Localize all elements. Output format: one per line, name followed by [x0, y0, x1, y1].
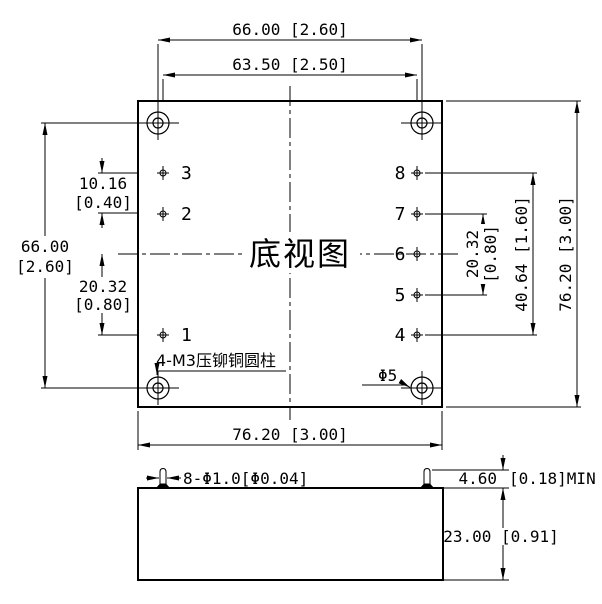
- dim-right-outer-span: 40.64 [1.60]: [425, 172, 537, 336]
- dim-pin-pitch: 10.16 [0.40]: [74, 158, 137, 228]
- side-height-text-mask: [445, 528, 557, 545]
- view-label-group: 底视图: [242, 232, 360, 273]
- pin-marker-4: 4: [395, 325, 423, 346]
- pin-marker-2: 2: [157, 204, 192, 225]
- dim-text-bottom-width: 76.20 [3.00]: [232, 425, 348, 444]
- pin-label-4: 4: [395, 325, 406, 346]
- standoff-diameter: Φ5: [378, 366, 397, 385]
- dim-text-left-span-in: [2.60]: [16, 257, 74, 276]
- mounting-hole-top-right: [401, 106, 443, 140]
- dim-text-pin1-offset-mm: 20.32: [79, 277, 127, 296]
- dim-bottom-body-width: 76.20 [3.00]: [137, 411, 443, 450]
- pin-marker-8: 8: [395, 163, 423, 184]
- side-view-right-pin: [420, 467, 434, 488]
- dim-text-right-outer-span: 40.64 [1.60]: [512, 196, 531, 312]
- dim-text-pin-length-mm: 4.60: [458, 469, 497, 488]
- pin-marker-7: 7: [395, 204, 423, 225]
- standoff-note-group: 4-M3压铆铜圆柱: [154, 351, 286, 375]
- pin-label-2: 2: [181, 204, 192, 225]
- pin-marker-3: 3: [157, 163, 192, 184]
- dim-text-right-height: 76.20 [3.00]: [556, 196, 575, 312]
- pin-label-8: 8: [395, 163, 406, 184]
- side-view-body: [137, 487, 444, 581]
- bottom-view: 3 2 1 8 7 6 5 4: [16, 20, 581, 450]
- mounting-hole-bottom-right: [401, 371, 443, 405]
- pin-label-1: 1: [181, 325, 192, 346]
- pin-label-3: 3: [181, 163, 192, 184]
- dim-text-right-inner-mm: 20.32: [463, 230, 482, 278]
- pin-label-5: 5: [395, 285, 406, 306]
- pin-label-6: 6: [395, 244, 406, 265]
- mounting-hole-bottom-left: [137, 371, 179, 405]
- dim-text-pin-pitch-in: [0.40]: [74, 193, 132, 212]
- dim-left-hole-span: 66.00 [2.60]: [16, 122, 138, 389]
- pin-marker-5: 5: [395, 285, 423, 306]
- dim-side-body-height: ​ 23.00 [0.91]: [443, 487, 559, 581]
- standoff-diameter-group: Φ5: [362, 366, 411, 388]
- dim-text-left-span-mm: 66.00: [21, 237, 69, 256]
- side-view: 8-Φ1.0[Φ0.04] 4.60 [0.18]MIN ​ 23.00 [0.…: [137, 455, 596, 581]
- mounting-hole-top-left: [137, 106, 179, 140]
- dim-top-hole-span: 66.00 [2.60]: [157, 20, 423, 106]
- dim-right-body-height: 76.20 [3.00]: [446, 100, 581, 408]
- dim-text-pin-pitch-mm: 10.16: [79, 174, 127, 193]
- pin-marker-1: 1: [157, 325, 192, 346]
- dim-pin1-offset: 20.32 [0.80]: [74, 254, 137, 336]
- dim-pin-diameter: 8-Φ1.0[Φ0.04]: [146, 469, 308, 488]
- dim-text-right-inner-in: [0.80]: [481, 225, 500, 283]
- dim-pin-length: 4.60 [0.18]MIN: [432, 455, 596, 488]
- module-outline: [137, 100, 443, 408]
- side-view-left-pin: [156, 467, 170, 488]
- dim-text-pin-length-in: [0.18]MIN: [509, 469, 596, 488]
- pin-label-7: 7: [395, 204, 406, 225]
- dim-top-pin-span: 63.50 [2.50]: [162, 55, 418, 101]
- dim-text-side-height: 23.00 [0.91]: [443, 527, 559, 546]
- dim-text-top-pin-span: 63.50 [2.50]: [232, 55, 348, 74]
- dim-text-top-hole-span: 66.00 [2.60]: [232, 20, 348, 39]
- pin-marker-6: 6: [395, 244, 423, 265]
- dim-text-pin1-offset-in: [0.80]: [74, 295, 132, 314]
- view-label: 底视图: [249, 235, 351, 273]
- dim-text-pin-diameter: 8-Φ1.0[Φ0.04]: [183, 469, 308, 488]
- standoff-note: 4-M3压铆铜圆柱: [156, 351, 276, 370]
- dim-right-inner-span: 20.32 [0.80]: [425, 213, 500, 296]
